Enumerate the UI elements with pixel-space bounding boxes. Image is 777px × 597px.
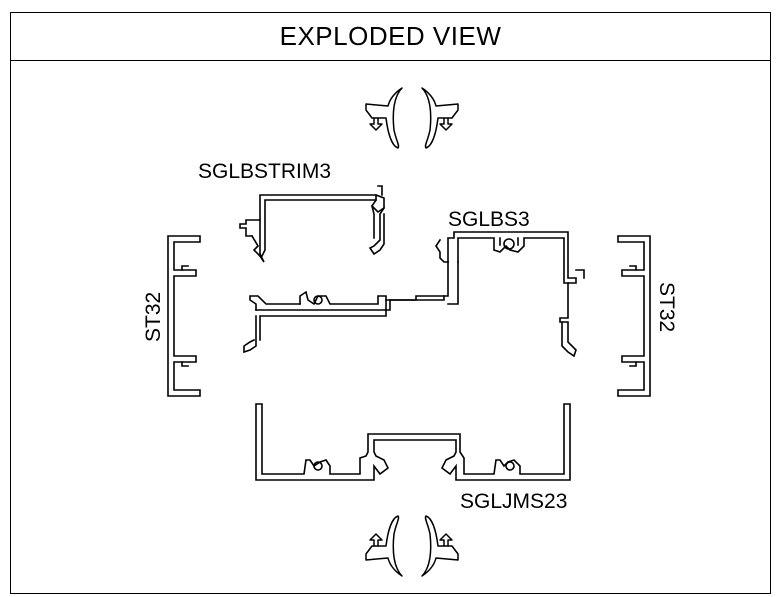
- drawing-title: EXPLODED VIEW: [11, 13, 770, 61]
- stop-left: [167, 235, 201, 397]
- label-jamb: SGLJMS23: [460, 490, 567, 513]
- drawing-frame: EXPLODED VIEW: [10, 12, 771, 594]
- trim-profile: [239, 185, 386, 263]
- bottom-seal-left: [365, 515, 403, 577]
- label-bead: SGLBS3: [448, 208, 530, 231]
- top-seal-right: [421, 87, 459, 149]
- label-stop-right: ST32: [655, 282, 678, 332]
- stop-right: [617, 235, 651, 397]
- top-seal-left: [365, 87, 403, 149]
- jamb-profile: [255, 403, 571, 481]
- bead-profile: [243, 231, 585, 358]
- label-trim: SGLBSTRIM3: [198, 160, 331, 183]
- label-stop-left: ST32: [142, 292, 165, 342]
- bottom-seal-right: [421, 515, 459, 577]
